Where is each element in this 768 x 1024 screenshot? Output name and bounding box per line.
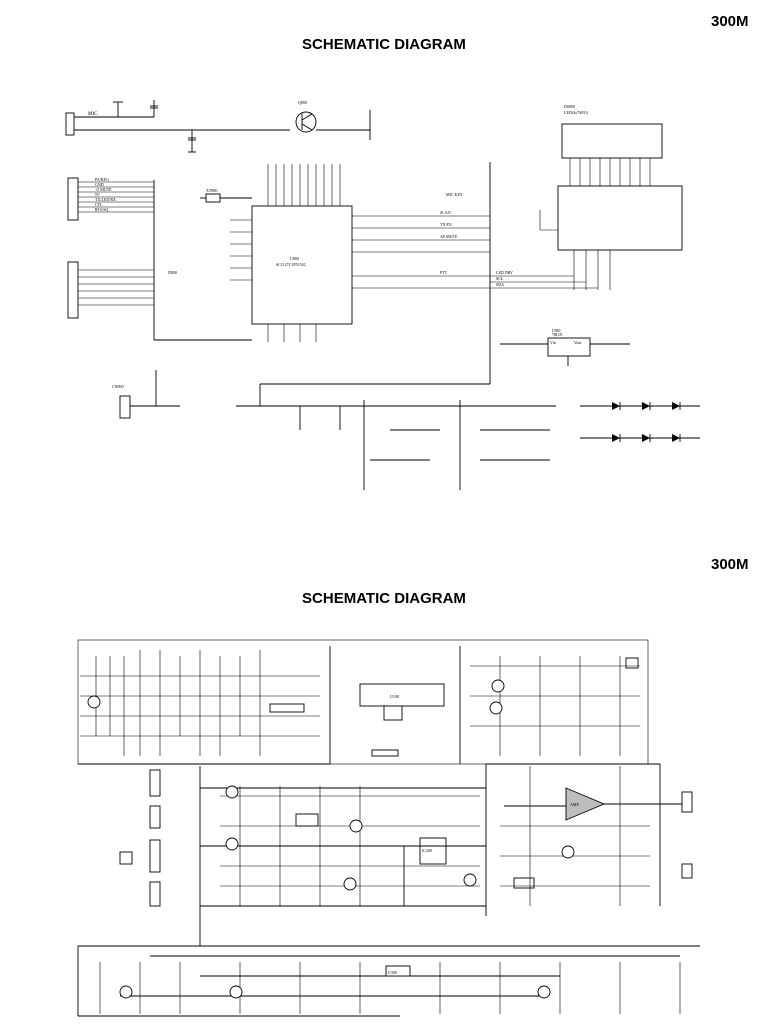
net-led-drv: LED DRV — [496, 270, 513, 275]
conn-pin-6: CTL — [95, 202, 103, 207]
conn-pin-1: PA/REG — [95, 177, 109, 182]
ic-display: DS800 LED(4x7SEG) — [490, 104, 683, 290]
sheet-title-bottom: SCHEMATIC DIAGRAM — [302, 590, 466, 607]
connectors-left — [119, 769, 161, 907]
ic-display-part: LED(4x7SEG) — [564, 110, 589, 115]
conn-pin-7: RTS/SQ — [95, 207, 108, 212]
schematic-sheet-2: U100 IC200 AMP — [77, 639, 700, 1017]
left-connector-2 — [67, 261, 154, 319]
net-mic-key: MIC KEY — [446, 192, 463, 197]
mic-connector: MIC — [65, 112, 290, 136]
sheet-title-top: SCHEMATIC DIAGRAM — [302, 36, 466, 53]
cn800-label: CN800 — [112, 384, 124, 389]
conn-pin-4: 5V — [95, 192, 100, 197]
xt800-label: XT800 — [206, 188, 217, 193]
net-scan: SCAN — [440, 210, 451, 215]
connectors-right — [625, 657, 693, 879]
model-label-bottom: 300M — [711, 556, 749, 573]
q800-label: Q800 — [298, 100, 307, 105]
reg-vin: Vin — [550, 340, 556, 345]
schematic-sheet-1: MIC Q800 U800 SC1127C1P5152C MIC — [65, 100, 700, 490]
net-scl: SCL — [496, 276, 504, 281]
net-tx-en: TX EN — [440, 222, 452, 227]
block-u100: U100 — [269, 683, 445, 757]
component-marks — [80, 650, 681, 1014]
net-ptt: PTT — [440, 270, 448, 275]
mic-label: MIC — [88, 112, 98, 117]
crystal-xt800: XT800 — [200, 188, 252, 203]
amp-label: AMP — [570, 802, 579, 807]
block-amp: AMP — [565, 787, 606, 821]
d800-label: D800 — [168, 270, 177, 275]
bottom-components: CN800 D800 — [112, 270, 556, 490]
ic-main-ref: U800 — [290, 256, 299, 261]
conn-pin-5: TX/LED/RX — [95, 197, 116, 202]
frame-bottom-block: U300 — [77, 945, 700, 1017]
ic200-label: IC200 — [422, 848, 432, 853]
block-ic200: IC200 — [295, 813, 535, 889]
ic-display-ref: DS800 — [564, 104, 575, 109]
regulator-u801: U801 78L05 Vin Vout — [500, 328, 630, 366]
frame-top-block — [77, 639, 649, 765]
u300-label: U300 — [388, 970, 397, 975]
conn-pin-2: GND — [95, 182, 104, 187]
reg-vout: Vout — [574, 340, 582, 345]
ic-main: U800 SC1127C1P5152C — [230, 164, 490, 342]
conn-pin-3: +5 MUTE — [95, 187, 112, 192]
net-sda: SDA — [496, 282, 504, 287]
reg-ref: U801 — [552, 328, 561, 333]
net-af-mute: AF MUTE — [440, 234, 458, 239]
model-label-top: 300M — [711, 13, 749, 30]
reg-part: 78L05 — [552, 332, 562, 337]
transistor-q800: Q800 — [295, 100, 371, 140]
led-bank — [580, 402, 700, 442]
frame-middle-block — [199, 763, 682, 946]
ic-main-part: SC1127C1P5152C — [276, 262, 307, 267]
u100-label: U100 — [390, 694, 399, 699]
top-capacitors — [113, 100, 196, 153]
left-connector: PA/REG GND +5 MUTE 5V TX/LED/RX CTL RTS/… — [67, 177, 154, 221]
